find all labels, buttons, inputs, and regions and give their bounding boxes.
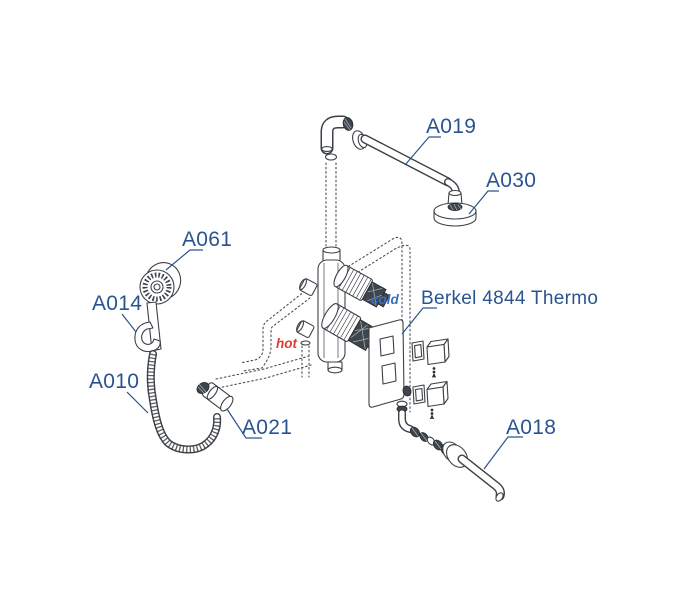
bath-spout	[457, 454, 505, 502]
rain-shower-head	[433, 189, 477, 227]
label-a030: A030	[486, 169, 537, 192]
trim-plate	[368, 319, 405, 408]
shower-arm	[360, 134, 461, 209]
shower-elbow-fitting	[320, 115, 354, 155]
label-a021: A021	[242, 416, 293, 439]
label-a014: A014	[92, 292, 143, 315]
shower-hose	[146, 350, 222, 454]
concealed-handshower-pipe	[215, 355, 312, 389]
concealed-spout-pipe	[340, 236, 411, 413]
leader-lines	[121, 136, 523, 470]
concealed-riser-pipe	[324, 153, 338, 254]
label-cold-inlet: cold	[371, 292, 399, 307]
label-a018: A018	[506, 416, 557, 439]
label-a061: A061	[182, 228, 233, 251]
label-a019: A019	[426, 115, 477, 138]
concealed-supply-pipe	[239, 290, 311, 372]
wall-bracket	[134, 321, 161, 353]
label-product-name: Berkel 4844 Thermo	[421, 288, 599, 309]
hand-shower	[139, 262, 182, 352]
label-hot-inlet: hot	[276, 336, 297, 351]
valve-cartridge-upper	[333, 264, 391, 308]
label-a010: A010	[89, 370, 140, 393]
handle-escutcheon-1	[411, 340, 425, 362]
handle-escutcheon-2	[402, 384, 426, 405]
hose-outlet-elbow	[196, 382, 234, 412]
handle-knob-1	[426, 338, 450, 378]
hot-inlet-stub	[300, 340, 311, 378]
handle-knob-2	[426, 380, 449, 419]
